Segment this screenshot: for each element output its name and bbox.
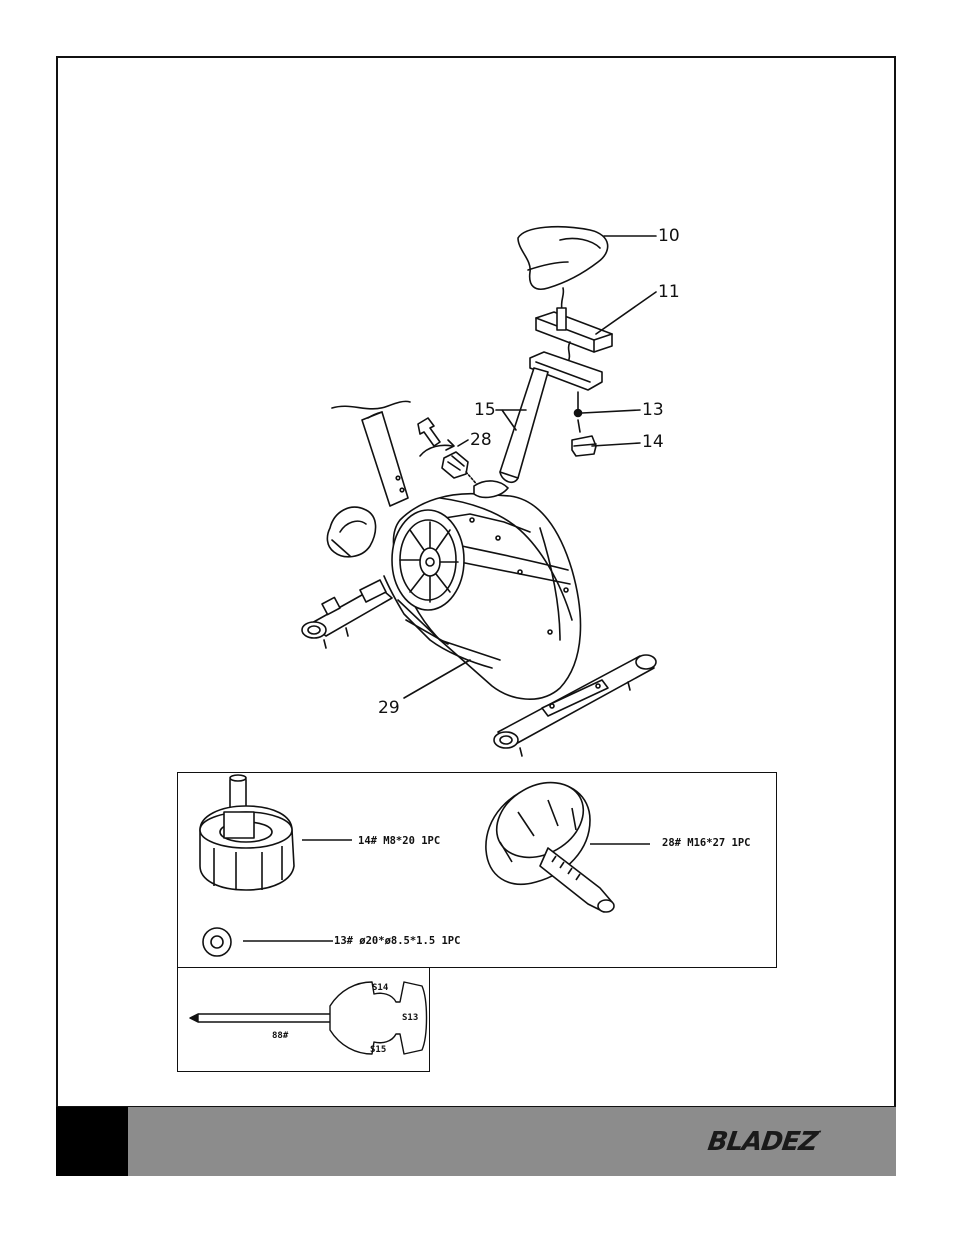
callout-seat-post: 15 (474, 400, 496, 420)
tool-box (177, 967, 430, 1072)
page-number-block (56, 1107, 128, 1176)
callout-seat: 10 (658, 226, 680, 246)
callout-washer: 13 (642, 400, 664, 420)
seat-part (517, 225, 609, 311)
seat-post-part (499, 351, 603, 484)
knob-14-part (571, 419, 597, 457)
tool-slot-s14: S14 (372, 983, 389, 993)
callout-adjust-knob: 28 (470, 430, 492, 450)
callout-seat-slider: 11 (658, 282, 680, 302)
front-post (331, 400, 411, 507)
knob-14-illustration (199, 774, 352, 891)
tool-slot-s15: S15 (370, 1045, 387, 1055)
hardware-box (177, 772, 777, 968)
tool-slot-s13: S13 (402, 1013, 419, 1023)
knob-14-spec: 14# M8*20 1PC (358, 835, 441, 847)
flywheel-disc (391, 509, 465, 611)
front-stabilizer (301, 579, 393, 649)
footer-bar: BLADEZ· (56, 1106, 896, 1176)
knob-28-illustration (485, 781, 650, 913)
callout-knob: 14 (642, 432, 664, 452)
rear-stabilizer (493, 654, 657, 757)
tool-label: 88# (272, 1031, 289, 1041)
washer-13-illustration (202, 927, 333, 957)
seat-slider-part (535, 307, 613, 363)
knob-28-spec: 28# M16*27 1PC (662, 837, 751, 849)
brand-logo: BLADEZ· (706, 1127, 823, 1157)
callout-frame: 29 (378, 698, 400, 718)
washer-13-spec: 13# ø20*ø8.5*1.5 1PC (334, 935, 461, 947)
